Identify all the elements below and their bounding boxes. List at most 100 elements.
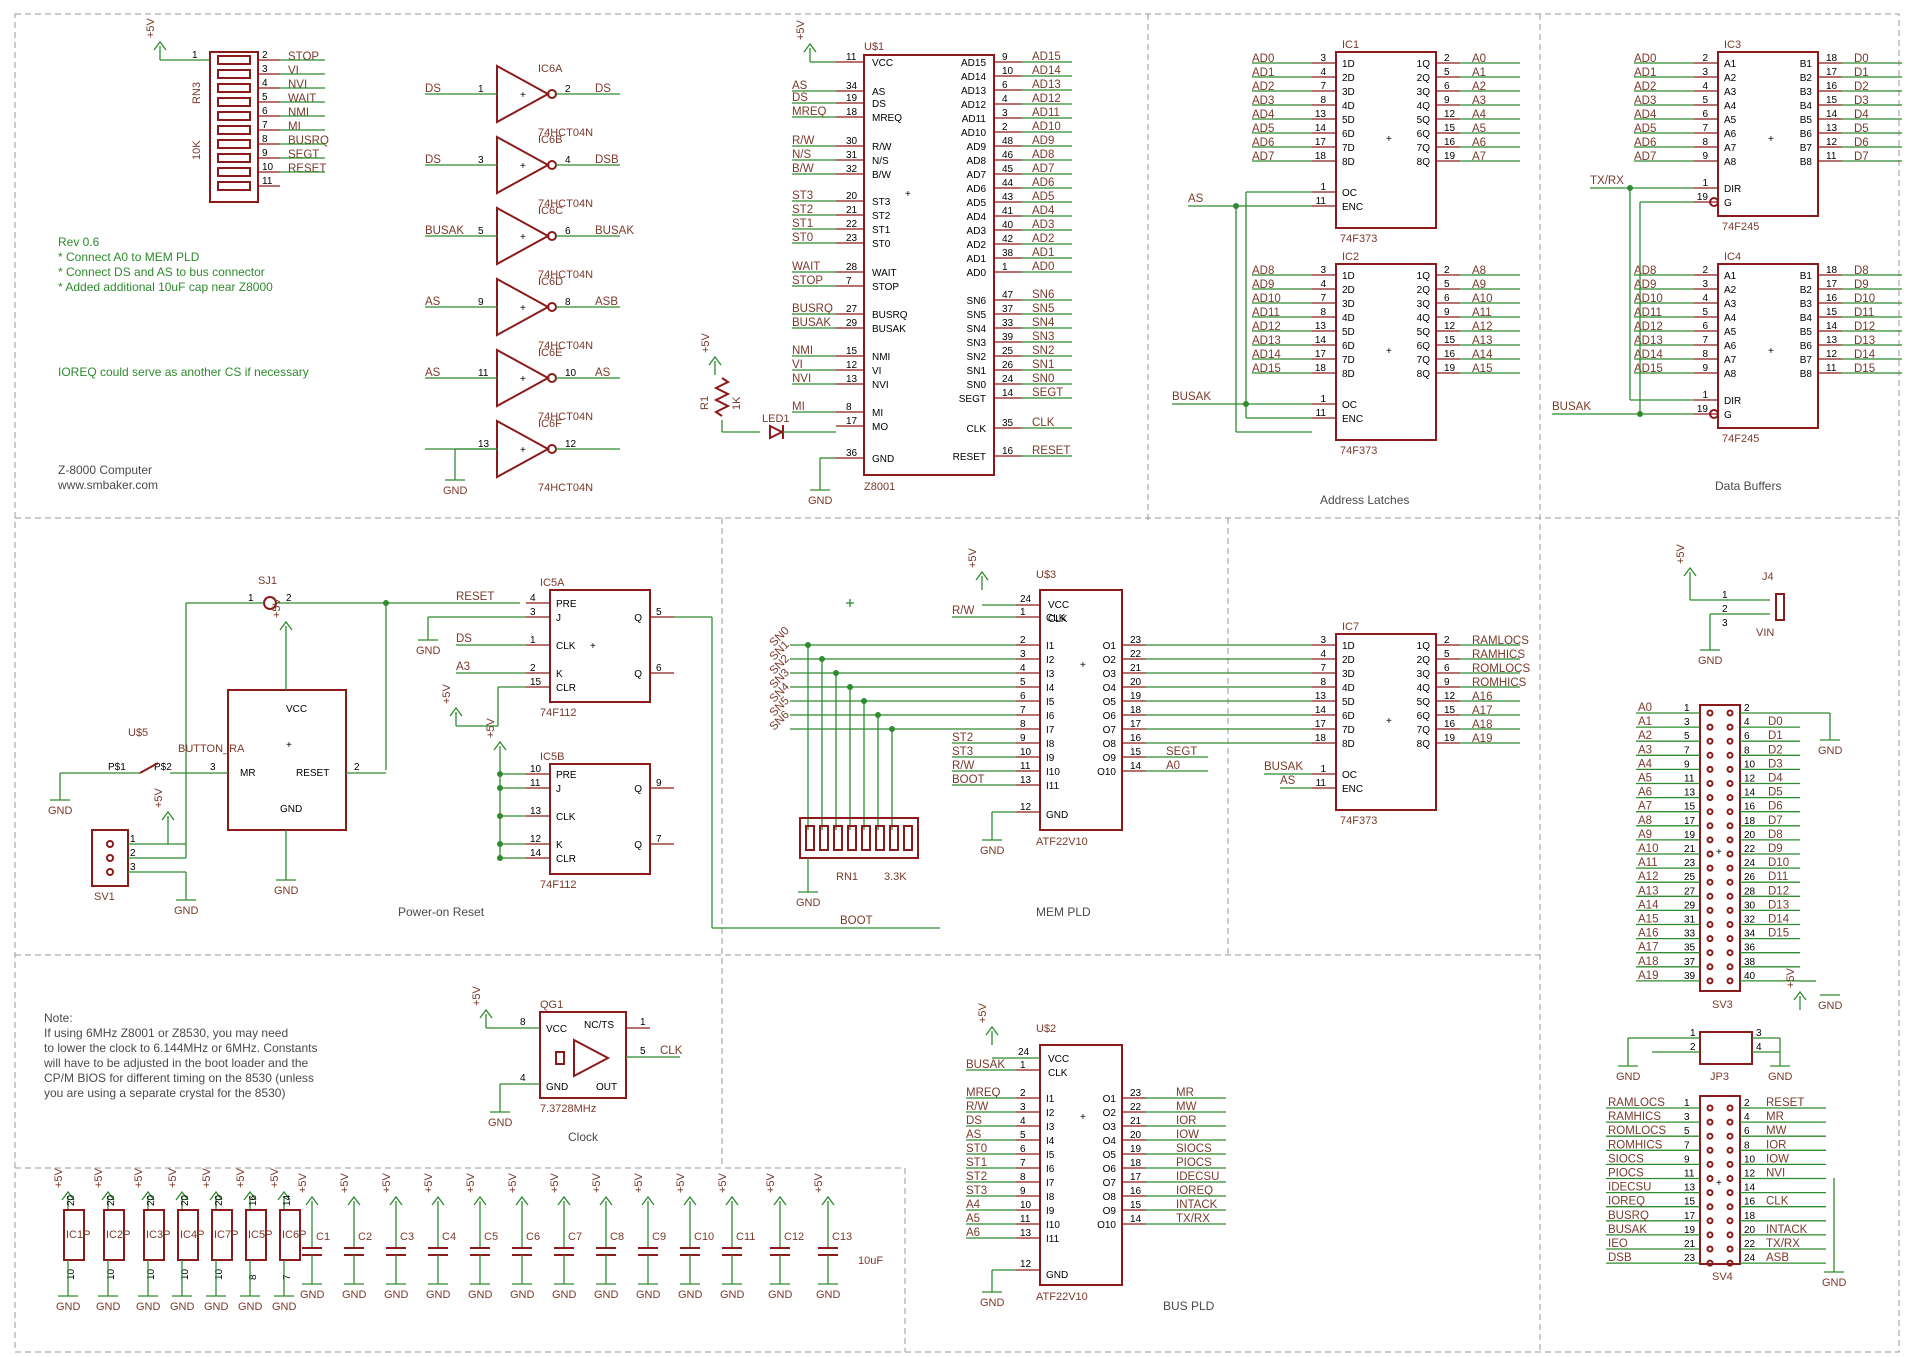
pin-number: 9 bbox=[478, 297, 484, 308]
pin-label: PRE bbox=[556, 599, 577, 610]
pin-label: I4 bbox=[1046, 683, 1055, 694]
pin-number: 32 bbox=[846, 164, 858, 175]
header-pin bbox=[1726, 1160, 1734, 1168]
pin-number: 9 bbox=[1444, 677, 1450, 688]
cpu-part: Z8001 bbox=[864, 481, 895, 493]
supply-pin-block bbox=[103, 1209, 125, 1261]
net-label: A8 bbox=[1472, 265, 1486, 277]
jp3-body bbox=[1699, 1031, 1753, 1065]
pin-number: 18 bbox=[1826, 265, 1838, 276]
pin-label: 2Q bbox=[1417, 73, 1431, 84]
cap-name: C9 bbox=[652, 1231, 666, 1243]
bus-pld-part: ATF22V10 bbox=[1036, 1291, 1088, 1303]
pin-label: K bbox=[556, 669, 563, 680]
pin-number: 6 bbox=[1702, 109, 1708, 120]
pin-number: 6 bbox=[565, 226, 571, 237]
net-label: IOW bbox=[1766, 1153, 1789, 1165]
pin-number: 14 bbox=[1315, 705, 1327, 716]
pin-label: 6Q bbox=[1417, 129, 1431, 140]
gate-part: 74HCT04N bbox=[538, 127, 593, 139]
ic-name: IC1 bbox=[1342, 39, 1359, 51]
pin-number: 15 bbox=[846, 346, 858, 357]
header-pin bbox=[1706, 1118, 1714, 1126]
net-label: BUSRQ bbox=[1608, 1210, 1649, 1222]
net-label: A16 bbox=[1472, 691, 1492, 703]
net-label: A4 bbox=[966, 1199, 981, 1211]
vcc-label: +5V bbox=[507, 1172, 519, 1193]
ic-supply-name: IC1P bbox=[66, 1229, 90, 1241]
plus-mark: + bbox=[1768, 346, 1774, 357]
net-label: A4 bbox=[1638, 758, 1653, 770]
net-label: AD14 bbox=[1252, 349, 1281, 361]
pin-number: 38 bbox=[1002, 248, 1014, 259]
pin-number: 14 bbox=[1826, 109, 1838, 120]
pin-number: 2 bbox=[1744, 703, 1750, 714]
gnd-label: GND bbox=[1698, 655, 1723, 667]
net-label: RAMHICS bbox=[1608, 1111, 1661, 1123]
pin-label: 1D bbox=[1342, 59, 1355, 70]
gate-part: 74HCT04N bbox=[538, 482, 593, 494]
net-label: STOP bbox=[288, 51, 319, 63]
pin-label: I6 bbox=[1046, 711, 1055, 722]
net-label: MREQ bbox=[966, 1087, 1001, 1099]
junction-dot bbox=[497, 813, 503, 819]
net-label: DSB bbox=[595, 154, 619, 166]
cpu-name: U$1 bbox=[864, 41, 884, 53]
led-diode-icon bbox=[769, 424, 785, 440]
pin-number: 1 bbox=[1020, 1060, 1026, 1071]
pin-label: O5 bbox=[1103, 697, 1117, 708]
pin-number: 7 bbox=[656, 834, 662, 845]
pin-label: I8 bbox=[1046, 1192, 1055, 1203]
net-label: D1 bbox=[1768, 730, 1783, 742]
plus-mark: + bbox=[1080, 1112, 1086, 1123]
gnd-label: GND bbox=[816, 1289, 841, 1301]
net-label: A2 bbox=[1638, 730, 1652, 742]
header-pin bbox=[1706, 1245, 1714, 1253]
pin-number: 12 bbox=[1444, 321, 1456, 332]
title-data-buffers: Data Buffers bbox=[1715, 479, 1781, 493]
net-label: A12 bbox=[1638, 871, 1658, 883]
vcc-label: +5V bbox=[1675, 543, 1687, 564]
gnd-label: GND bbox=[980, 845, 1005, 857]
pin-number: 16 bbox=[1002, 446, 1014, 457]
header-pin bbox=[1706, 737, 1714, 745]
pin-label: J bbox=[556, 613, 561, 624]
pin-label: 7D bbox=[1342, 143, 1355, 154]
net-label: AD10 bbox=[1032, 121, 1061, 133]
vcc-arrow-icon bbox=[209, 1190, 223, 1201]
pin-number: 44 bbox=[1002, 178, 1014, 189]
gnd-label: GND bbox=[980, 1297, 1005, 1309]
pin-label: O2 bbox=[1103, 655, 1117, 666]
rn1-element bbox=[861, 825, 871, 851]
clock-note-1: Note: bbox=[44, 1011, 73, 1025]
pin-label: A2 bbox=[1724, 73, 1737, 84]
net-label: D14 bbox=[1854, 349, 1876, 361]
pin-number: 20 bbox=[180, 1194, 191, 1206]
pin-number: 39 bbox=[1684, 971, 1696, 982]
sv4-name: SV4 bbox=[1712, 1271, 1733, 1283]
junction-dot bbox=[497, 855, 503, 861]
net-label: DS bbox=[966, 1115, 982, 1127]
pin-number: 6 bbox=[1444, 293, 1450, 304]
pin-number: 41 bbox=[1002, 206, 1014, 217]
j4-label: VIN bbox=[1756, 627, 1774, 639]
pin-number: 9 bbox=[1020, 733, 1026, 744]
pin-label: SN3 bbox=[967, 338, 987, 349]
net-label: AD14 bbox=[1032, 65, 1061, 77]
pin-number: 4 bbox=[1744, 717, 1750, 728]
net-label: A9 bbox=[1472, 279, 1486, 291]
pin-label: AD14 bbox=[961, 72, 986, 83]
net-label: SN0 bbox=[1032, 373, 1054, 385]
net-label: DS bbox=[456, 633, 472, 645]
pin-label: BUSRQ bbox=[872, 310, 908, 321]
pin-label: N/S bbox=[872, 156, 889, 167]
sv3-body bbox=[1699, 704, 1741, 992]
pin-number: 19 bbox=[1697, 192, 1709, 203]
pin-number: 8 bbox=[1702, 137, 1708, 148]
pin-number: 30 bbox=[1744, 900, 1756, 911]
header-pin bbox=[1706, 1160, 1714, 1168]
pin-label: 4Q bbox=[1417, 101, 1431, 112]
pin-label: RESET bbox=[953, 452, 986, 463]
pin-label: Q bbox=[634, 613, 642, 624]
pin-number: 7 bbox=[1684, 1140, 1690, 1151]
